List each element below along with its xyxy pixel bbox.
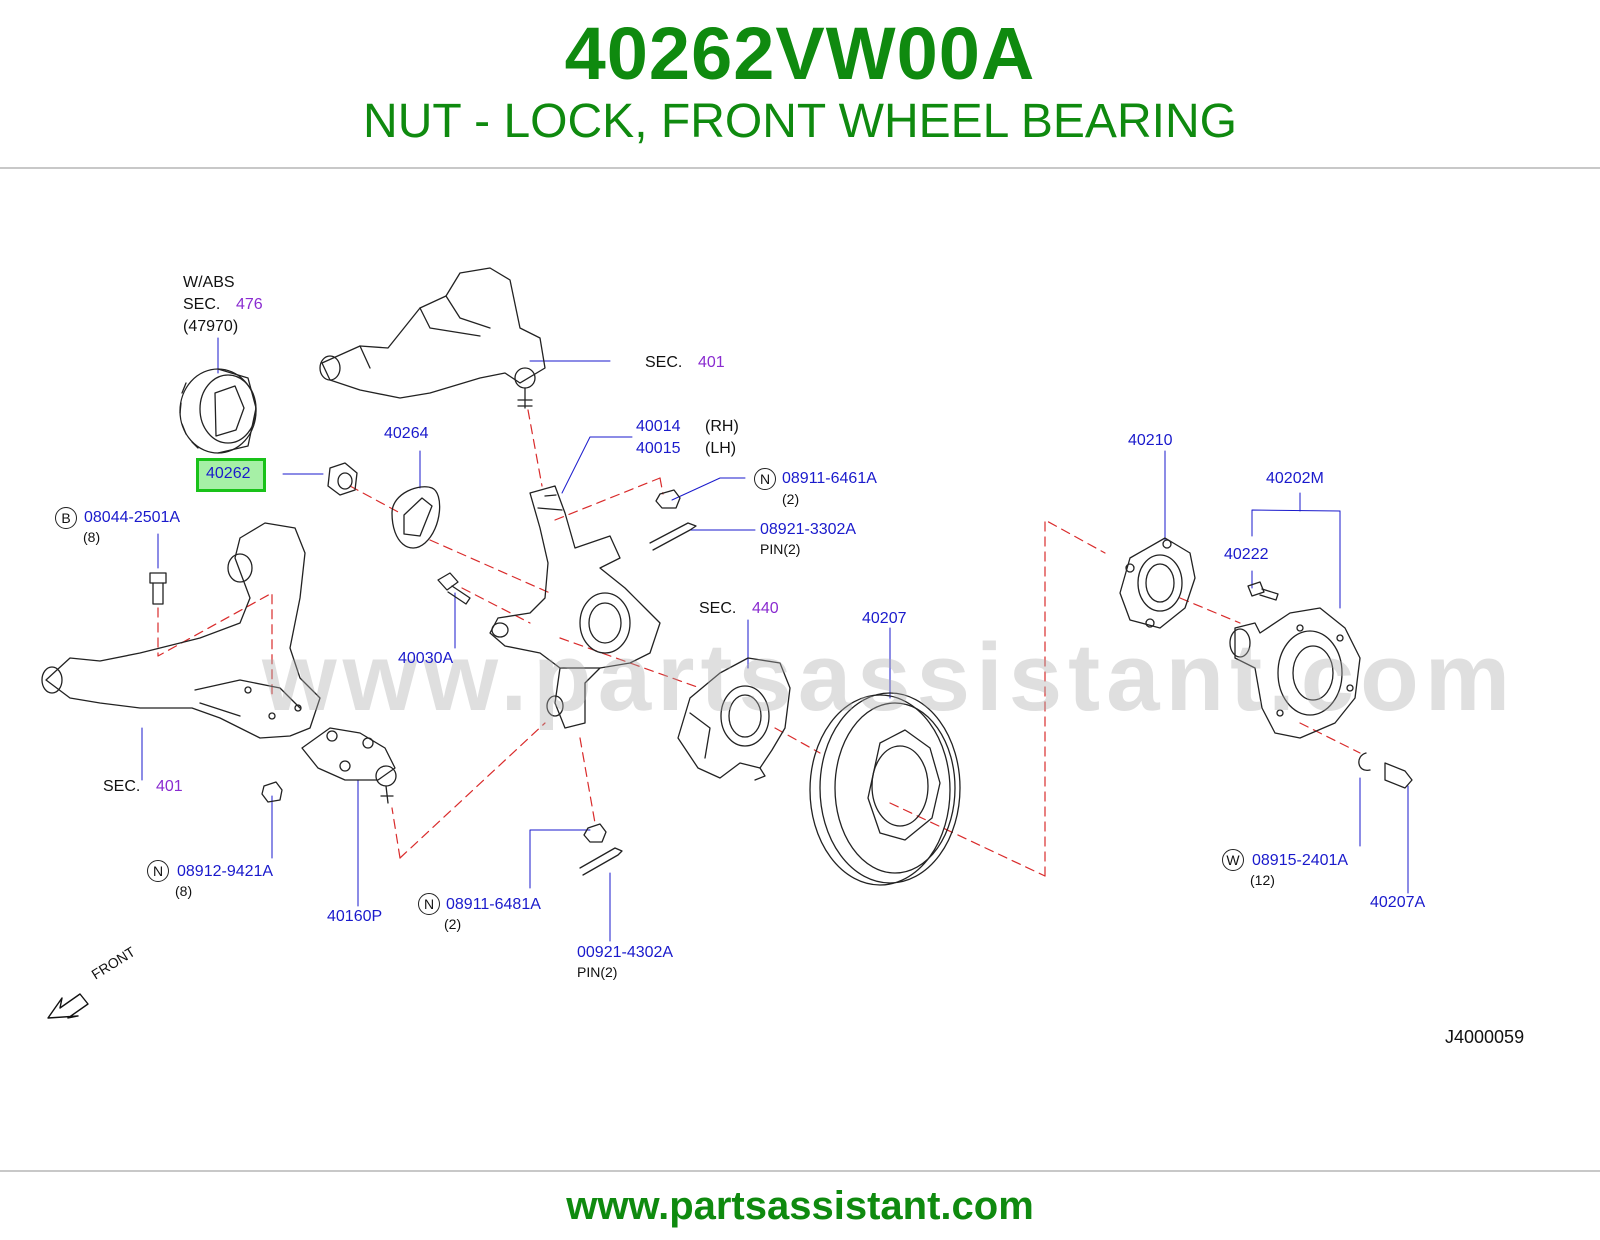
label-pin-lower: PIN(2) (577, 964, 618, 980)
callout-letter-n-lower: N (418, 893, 440, 915)
part-link-40015[interactable]: 40015 (636, 440, 681, 457)
label-qty-08912: (8) (175, 883, 193, 899)
backing-plate-drawing (677, 657, 791, 781)
assembly-dash-lines (157, 409, 1361, 877)
highlighted-part-box (196, 458, 266, 492)
callout-letter-n-lower-arm: N (147, 860, 169, 882)
part-link-08911-6481a[interactable]: 08911-6481A (446, 896, 541, 913)
part-link-40160p[interactable]: 40160P (327, 908, 383, 925)
steering-knuckle-drawing (489, 485, 661, 729)
lower-arm-bolt-drawing (149, 572, 167, 605)
link-sec-401-lower[interactable]: 401 (156, 778, 183, 795)
part-link-40014[interactable]: 40014 (636, 418, 681, 435)
part-link-40222[interactable]: 40222 (1224, 546, 1269, 563)
hub-bolt-drawing (1247, 581, 1279, 601)
knuckle-bolt-drawing (437, 572, 471, 605)
leader-lines (141, 337, 1409, 942)
part-link-40202m[interactable]: 40202M (1266, 470, 1324, 487)
label-sec-476-prefix: SEC. (183, 296, 221, 313)
brake-rotor-drawing (809, 692, 961, 886)
upper-castle-nut-drawing (649, 489, 697, 551)
hub-bearing-drawing (1119, 537, 1196, 629)
diagram-code: J4000059 (1445, 1027, 1525, 1047)
callout-letter-b: B (55, 507, 77, 529)
label-rh: (RH) (705, 418, 739, 435)
part-link-40264[interactable]: 40264 (384, 425, 429, 442)
label-sec-401-lower-prefix: SEC. (103, 778, 141, 795)
label-sec-401-upper-prefix: SEC. (645, 354, 683, 371)
callout-letter-n-upper: N (754, 468, 776, 490)
link-sec-440[interactable]: 440 (752, 600, 779, 617)
part-link-08911-6461a[interactable]: 08911-6461A (782, 470, 877, 487)
lower-arm-nut-drawing (261, 781, 283, 803)
lower-castle-nut-drawing (579, 823, 623, 876)
callout-letter-w: W (1222, 849, 1244, 871)
label-lh: (LH) (705, 440, 737, 457)
page-header: 40262VW00A NUT - LOCK, FRONT WHEEL BEARI… (0, 0, 1600, 168)
link-sec-401-upper[interactable]: 401 (698, 354, 725, 371)
link-sec-476[interactable]: 476 (236, 296, 263, 313)
label-pin-upper: PIN(2) (760, 541, 801, 557)
footer-website-link[interactable]: www.partsassistant.com (566, 1184, 1034, 1228)
label-qty-08044: (8) (83, 529, 101, 545)
part-link-40030a[interactable]: 40030A (398, 650, 454, 667)
lower-ball-joint-drawing (301, 727, 397, 804)
label-sec-440-prefix: SEC. (699, 600, 737, 617)
part-link-00921-4302a[interactable]: 00921-4302A (577, 944, 674, 961)
part-link-40207[interactable]: 40207 (862, 610, 907, 627)
label-qty-08915: (12) (1250, 872, 1275, 888)
label-47970: (47970) (183, 318, 239, 335)
exploded-parts-diagram: www.partsassistant.com W/ABS SEC. 476 (4… (0, 168, 1600, 1170)
header-divider (0, 167, 1600, 169)
label-wabs: W/ABS (183, 274, 235, 291)
part-link-40210[interactable]: 40210 (1128, 432, 1173, 449)
part-link-40262[interactable]: 40262 (206, 465, 251, 482)
abs-sensor-ring-drawing (179, 368, 257, 454)
front-arrow-icon (47, 993, 89, 1019)
diagram-drawing (41, 267, 1413, 1019)
footer-divider (0, 1170, 1600, 1172)
part-link-08921-3302a[interactable]: 08921-3302A (760, 521, 857, 538)
upper-control-arm-drawing (319, 267, 546, 409)
lower-control-arm-drawing (41, 522, 321, 739)
label-qty-08911-6481: (2) (444, 916, 462, 932)
seal-plate-drawing (391, 486, 441, 549)
part-link-08912-9421a[interactable]: 08912-9421A (177, 863, 274, 880)
wheel-hub-drawing (1229, 607, 1361, 739)
lock-nut-drawing (327, 462, 358, 496)
part-link-08044-2501a[interactable]: 08044-2501A (84, 509, 181, 526)
part-description: NUT - LOCK, FRONT WHEEL BEARING (363, 95, 1237, 148)
label-qty-08911-6461: (2) (782, 491, 800, 507)
part-link-40207a[interactable]: 40207A (1370, 894, 1426, 911)
watermark: www.partsassistant.com (262, 624, 1517, 731)
washer-and-bolt-drawing (1358, 752, 1413, 789)
part-number-title: 40262VW00A (564, 12, 1036, 95)
part-link-08915-2401a[interactable]: 08915-2401A (1252, 852, 1349, 869)
